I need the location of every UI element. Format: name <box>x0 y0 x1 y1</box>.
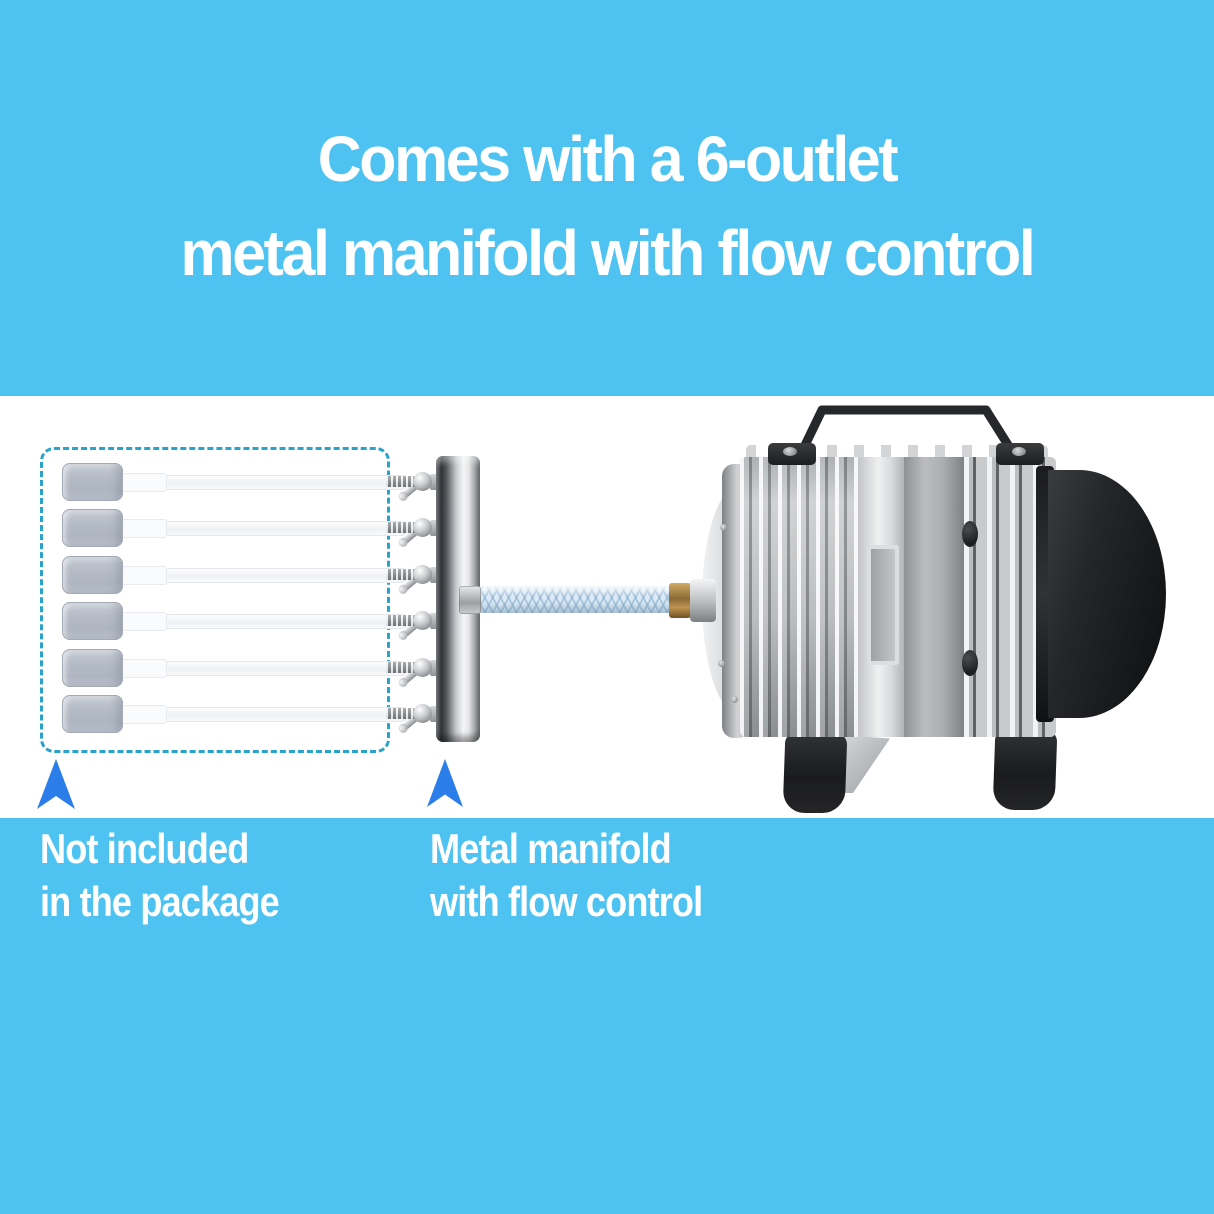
outlet-nozzle <box>386 522 416 534</box>
slab-window <box>867 545 899 665</box>
carry-handle <box>791 405 1025 469</box>
air-stone <box>62 463 123 501</box>
braided-hose <box>476 586 676 613</box>
valve-washer <box>430 659 439 676</box>
tube-sleeve <box>121 565 167 585</box>
callout-line: Metal manifold <box>430 825 672 872</box>
air-stone <box>62 602 123 641</box>
front-screw <box>720 524 727 531</box>
outlet-nozzle <box>386 568 416 580</box>
hose-manifold-nut <box>459 586 481 614</box>
valve-washer <box>430 566 439 583</box>
pump-inlet-collar <box>690 579 716 622</box>
pump-body <box>740 457 1056 737</box>
page-title: Comes with a 6-outlet metal manifold with… <box>30 112 1183 300</box>
footer-banner <box>0 818 1214 1214</box>
up-arrow-icon <box>427 759 463 807</box>
valve-ball <box>413 704 432 723</box>
callout-line: Not included <box>40 825 249 872</box>
not-included-outline-box <box>40 447 390 753</box>
mount-screw <box>1012 447 1026 456</box>
valve-washer <box>430 706 439 722</box>
tube-sleeve <box>121 473 167 492</box>
up-arrow-icon <box>37 759 75 809</box>
front-screw <box>731 696 738 703</box>
mount-screw <box>783 447 797 456</box>
tube-sleeve <box>121 612 167 632</box>
outlet-nozzle <box>386 708 416 719</box>
rubber-foot <box>992 730 1058 810</box>
center-slab <box>858 457 904 737</box>
cooling-fins-left <box>740 457 860 737</box>
front-screw <box>718 660 725 667</box>
rubber-foot <box>782 733 848 813</box>
tube-sleeve <box>121 658 167 678</box>
valve-ball <box>413 564 432 584</box>
callout-line: in the package <box>40 878 280 925</box>
valve-washer <box>430 474 439 490</box>
outlet-nozzle <box>386 661 416 673</box>
callout-not-included: Not included in the package <box>40 822 280 928</box>
valve-ball <box>413 518 432 538</box>
valve-ball <box>413 657 432 677</box>
tube-sleeve <box>121 705 167 724</box>
header-banner <box>0 0 1214 396</box>
rubber-grommet <box>962 650 978 676</box>
air-stone <box>62 648 123 687</box>
title-line-1: Comes with a 6-outlet <box>317 123 899 195</box>
mid-column <box>904 457 964 737</box>
brass-fitting <box>669 583 691 618</box>
outlet-nozzle <box>386 476 416 487</box>
outlet-nozzle <box>386 615 416 627</box>
valve-ball <box>413 611 432 631</box>
valve-washer <box>430 613 439 630</box>
valve-washer <box>430 520 439 537</box>
foot-bracket <box>840 735 890 793</box>
valve-ball <box>413 472 432 491</box>
motor-end-cap <box>1048 470 1166 718</box>
air-stone <box>62 695 123 733</box>
title-line-2: metal manifold with flow control <box>180 217 1036 289</box>
callout-metal-manifold: Metal manifold with flow control <box>430 822 703 928</box>
callout-line: with flow control <box>430 878 703 925</box>
air-stone <box>62 555 123 594</box>
air-stone <box>62 509 123 548</box>
rubber-grommet <box>962 521 978 547</box>
tube-sleeve <box>121 519 167 539</box>
